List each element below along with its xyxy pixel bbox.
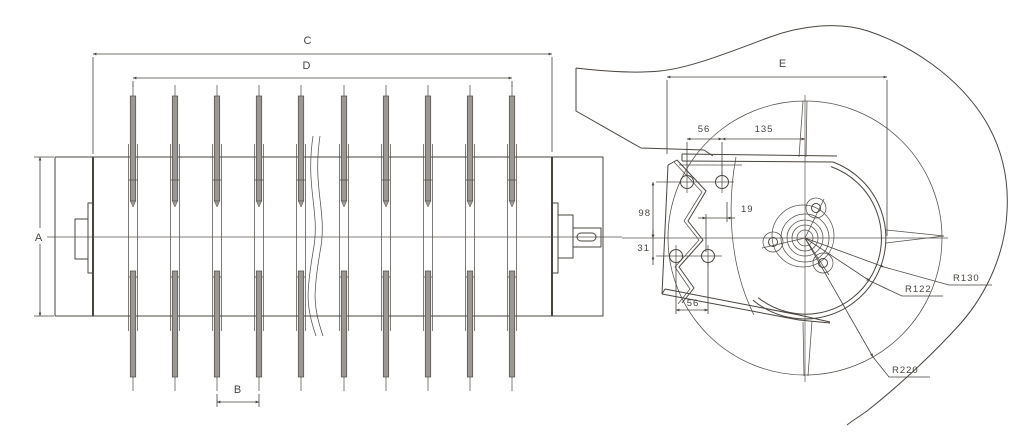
blade-station	[170, 84, 180, 392]
dim-lower-offset: 31	[637, 229, 655, 265]
outer-cover-silhouette	[575, 25, 1008, 426]
blade-station	[339, 84, 349, 392]
blade-station	[254, 84, 264, 392]
dim-upper-offset: 98	[638, 181, 655, 239]
dim-C: C	[92, 35, 553, 154]
end-view-blades	[798, 100, 945, 377]
dim-label-31: 31	[637, 243, 650, 254]
blade-station	[381, 84, 391, 392]
callout-R122: R122	[804, 237, 943, 297]
deck-top-plate	[679, 153, 838, 166]
bracket-holes	[656, 171, 734, 267]
dim-D: D	[132, 60, 513, 87]
hub-bolt-hole	[811, 203, 821, 213]
dim-label-E: E	[779, 58, 787, 70]
right-end-cap	[551, 156, 604, 317]
inner-baffle-edge	[730, 156, 755, 316]
dim-label-135: 135	[755, 124, 774, 135]
callout-R130: R130	[804, 237, 992, 286]
dim-label-56-top: 56	[698, 124, 711, 135]
blade-station	[507, 84, 517, 392]
radius-label-R122: R122	[905, 284, 932, 295]
dim-A: A	[32, 156, 54, 317]
dim-top-spacing: 56	[686, 124, 723, 176]
blade-station	[128, 84, 138, 392]
radius-label-R130: R130	[953, 273, 980, 284]
keyway-slot	[576, 232, 597, 242]
dim-B: B	[216, 384, 260, 407]
dim-label-98: 98	[638, 208, 651, 219]
blade-station	[465, 84, 475, 392]
hub-bolt-hole	[818, 258, 828, 268]
blade-station	[296, 84, 306, 392]
hub-flange	[771, 204, 835, 268]
housing-end-view: E 56 135 98 31	[575, 25, 1008, 426]
dim-E: E	[666, 58, 888, 236]
mounting-bracket	[661, 159, 707, 305]
output-shaft	[572, 227, 602, 248]
dim-label-C: C	[304, 35, 313, 47]
blade-station	[423, 84, 433, 392]
hub-bolt-hole	[768, 237, 778, 247]
dim-label-D: D	[303, 60, 312, 72]
blade-station	[212, 84, 222, 392]
rotor-hub	[761, 197, 835, 276]
callout-R220: R220	[804, 237, 930, 378]
left-bearing-hub	[74, 202, 94, 274]
deck-skirt	[661, 288, 831, 324]
dim-label-19: 19	[741, 204, 754, 215]
dim-label-A: A	[35, 232, 43, 244]
housing-band	[752, 161, 887, 320]
dim-label-B: B	[234, 384, 242, 396]
dim-hole-offset: 19	[698, 202, 754, 252]
radius-label-R220: R220	[892, 365, 919, 376]
rotor-side-view: C D A B	[32, 35, 622, 407]
dim-top-to-center: 135	[721, 124, 806, 141]
blade-stations	[128, 84, 517, 392]
outer-cover-front-edge	[575, 68, 714, 157]
blade-tip-circle	[667, 100, 943, 376]
break-symbol	[307, 135, 324, 337]
dim-bottom-spacing: 56	[675, 263, 709, 314]
dim-label-56-bottom: 56	[687, 298, 700, 309]
